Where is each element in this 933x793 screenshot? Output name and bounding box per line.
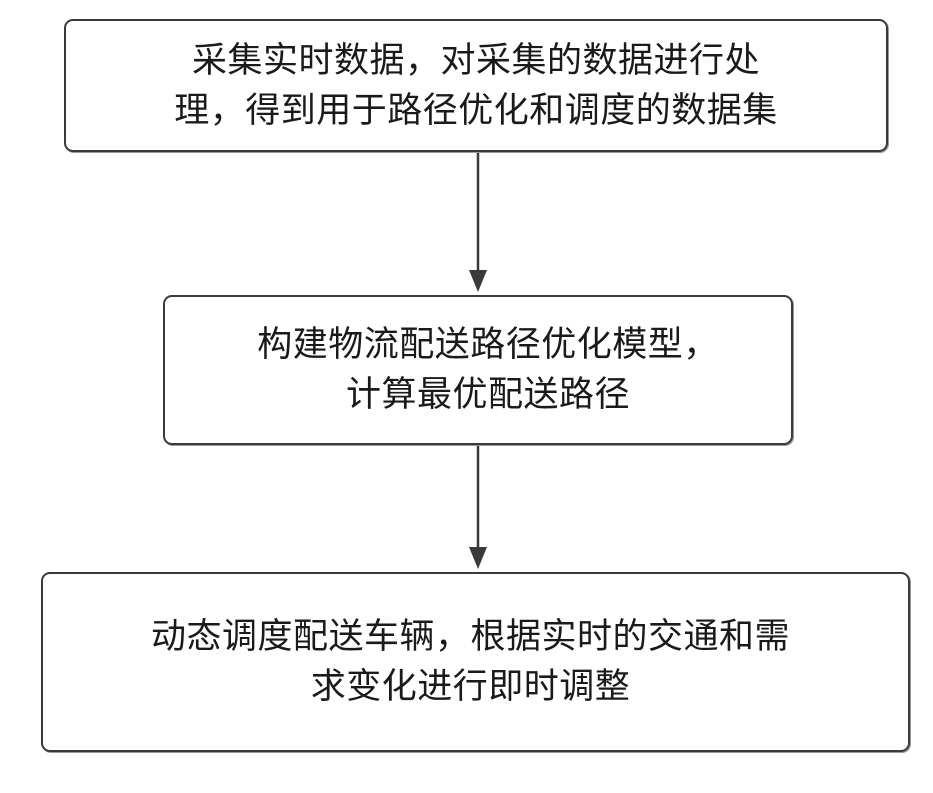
step-text: 构建物流配送路径优化模型， 计算最优配送路径 [237, 320, 719, 420]
step-text-line: 采集实时数据，对采集的数据进行处 [174, 36, 778, 86]
step-text-line: 理，得到用于路径优化和调度的数据集 [174, 86, 778, 136]
step-box-build-model: 构建物流配送路径优化模型， 计算最优配送路径 [163, 295, 793, 445]
step-text-line: 构建物流配送路径优化模型， [257, 320, 719, 370]
step-text: 动态调度配送车辆，根据实时的交通和需 求变化进行即时调整 [151, 612, 800, 712]
arrow-step2-to-step3 [469, 445, 487, 569]
step-text-line: 动态调度配送车辆，根据实时的交通和需 [151, 612, 790, 662]
arrow-step1-to-step2 [469, 152, 487, 292]
step-box-dynamic-dispatch: 动态调度配送车辆，根据实时的交通和需 求变化进行即时调整 [41, 572, 910, 752]
step-text-line: 计算最优配送路径 [257, 370, 719, 420]
step-text: 采集实时数据，对采集的数据进行处 理，得到用于路径优化和调度的数据集 [174, 36, 778, 136]
step-text-line: 求变化进行即时调整 [151, 662, 790, 712]
step-box-collect-data: 采集实时数据，对采集的数据进行处 理，得到用于路径优化和调度的数据集 [64, 19, 888, 152]
